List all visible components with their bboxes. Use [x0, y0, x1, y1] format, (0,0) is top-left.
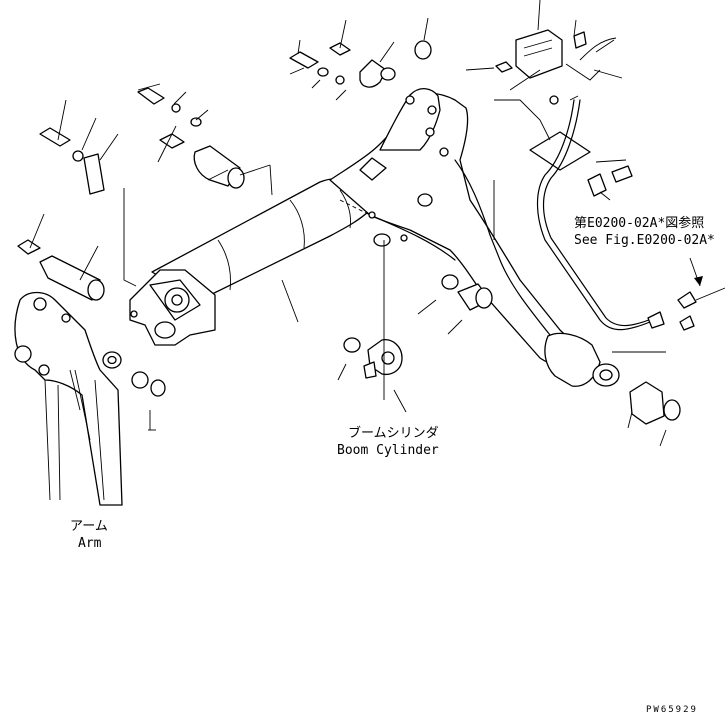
reference-label-jp: 第E0200-02A*図参照 — [574, 216, 705, 231]
boom-tip-bracket — [129, 269, 216, 346]
boom-cylinder-label-en: Boom Cylinder — [337, 443, 439, 458]
drawing-code: PW65929 — [646, 705, 698, 715]
arm-label-en: Arm — [78, 536, 102, 551]
reference-leaders — [29, 0, 703, 447]
work-light-assembly — [495, 29, 726, 331]
boom-cylinder-label-jp: ブームシリンダ — [348, 426, 439, 441]
arm — [14, 291, 123, 506]
arm-label-jp: アーム — [70, 519, 108, 534]
boom — [151, 88, 620, 387]
reference-label-en: See Fig.E0200-02A* — [574, 233, 715, 248]
hardware-parts — [17, 40, 681, 425]
